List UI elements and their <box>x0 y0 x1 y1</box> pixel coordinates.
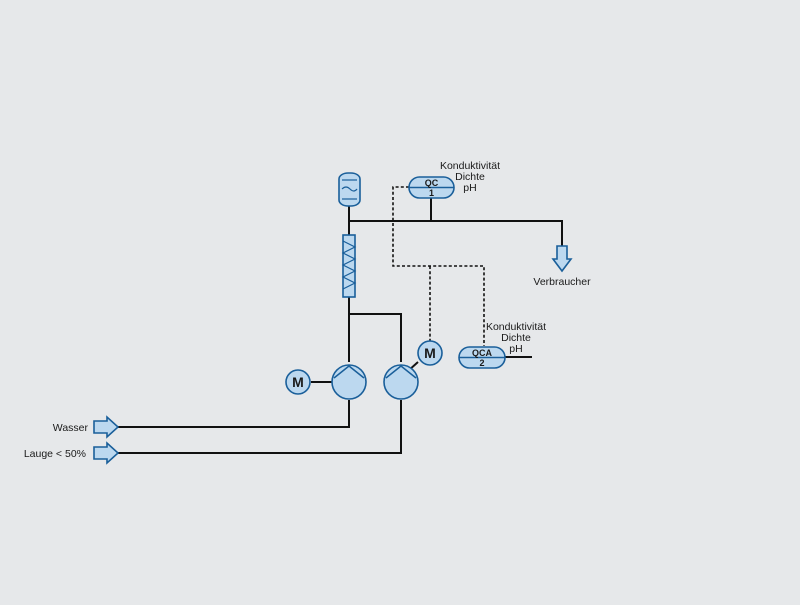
vessel-level-icon <box>341 186 358 192</box>
lye-label: Lauge < 50% <box>24 448 86 460</box>
storage-vessel <box>338 172 361 207</box>
process-pipes <box>118 198 563 454</box>
qca2-measure-1: Konduktivität <box>486 321 546 333</box>
pump2-body <box>383 364 419 400</box>
motor-2: M <box>417 340 443 366</box>
lye-pipe <box>118 400 402 454</box>
qca2-measure-2: Dichte <box>501 332 531 344</box>
qca2-measure-3: pH <box>509 343 522 355</box>
instrument-qc1: QC 1 Konduktivität Dichte pH <box>408 160 500 199</box>
pump-2 <box>383 364 419 400</box>
pump1-body <box>331 364 367 400</box>
water-inlet: Wasser <box>53 415 120 439</box>
qc1-tag: QC <box>425 178 439 188</box>
water-inlet-arrow <box>93 415 120 439</box>
qc1-measure-1: Konduktivität <box>440 160 500 172</box>
consumer-label: Verbraucher <box>533 276 591 288</box>
qc1-signal-line <box>392 186 485 346</box>
consumer-outlet: Verbraucher <box>533 245 591 288</box>
water-pipe <box>118 400 350 428</box>
lye-inlet: Lauge < 50% <box>24 441 120 465</box>
consumer-outlet-arrow <box>551 245 573 273</box>
qc1-measure-2: Dichte <box>455 171 485 183</box>
mixer-zigzag-icon <box>341 240 357 290</box>
pump2-symbol-icon <box>385 365 417 379</box>
qca2-number: 2 <box>479 358 484 368</box>
qc1-number: 1 <box>429 188 434 198</box>
pump-1 <box>331 364 367 400</box>
qca2-tag: QCA <box>472 348 493 358</box>
static-mixer <box>341 234 357 298</box>
pump1-symbol-icon <box>333 365 365 379</box>
vessel-body <box>338 172 361 207</box>
motor2-label: M <box>424 345 436 361</box>
motor1-label: M <box>292 374 304 390</box>
motor1-body <box>285 369 311 395</box>
pump2-discharge-pipe <box>349 313 402 362</box>
qc1-measure-3: pH <box>463 182 476 194</box>
motor-1: M <box>285 369 311 395</box>
header-pipe <box>349 220 563 246</box>
instrument-qca2: QCA 2 Konduktivität Dichte pH <box>458 321 546 369</box>
motor2-body <box>417 340 443 366</box>
lye-inlet-arrow <box>93 441 120 465</box>
signal-lines <box>392 186 485 346</box>
water-label: Wasser <box>53 422 89 434</box>
